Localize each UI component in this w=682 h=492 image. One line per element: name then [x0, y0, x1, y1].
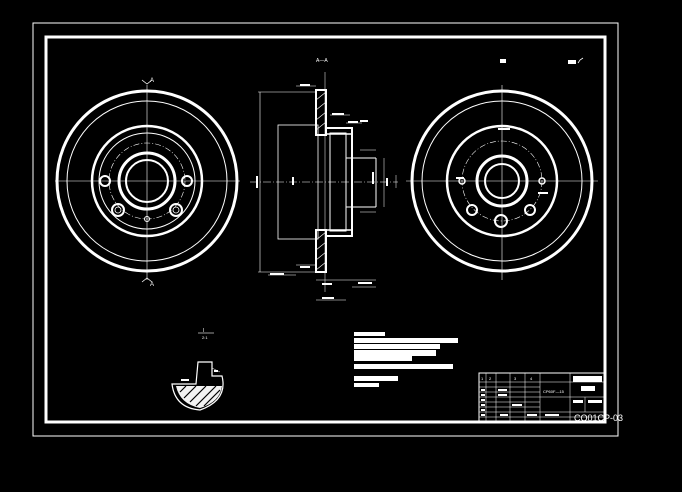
- right-bolt-hole-2: [538, 177, 546, 185]
- rotor-envelope: [277, 124, 319, 240]
- dim-text-6: [372, 172, 374, 184]
- title-row-num-1: 1: [481, 376, 484, 381]
- part-code: CP60F—15: [543, 389, 565, 394]
- right-front-view: [406, 85, 598, 280]
- title-name-block-2: [581, 386, 595, 391]
- note-line-6: [354, 364, 453, 369]
- right-bolt-hole-3: [466, 204, 478, 216]
- right-disc-inner-rim: [421, 100, 583, 262]
- left-center-bore: [125, 159, 169, 203]
- corner-code: CQ01CP-03: [574, 413, 623, 423]
- title-name-block-4: [588, 400, 602, 403]
- left-center-bore-outer: [117, 151, 177, 211]
- section-label: A—A: [316, 58, 328, 64]
- right-dim-text-2: [456, 177, 464, 179]
- left-bolt-hole-4: [169, 203, 183, 217]
- roughness-mark: [568, 60, 576, 64]
- right-center-bore-outer: [475, 154, 529, 208]
- dim-text-8: [300, 266, 310, 268]
- top-right-mark: [500, 59, 506, 63]
- outer-sheet-frame: [32, 22, 619, 437]
- left-view-label-top: A: [150, 78, 154, 84]
- dim-text-12: [386, 178, 388, 186]
- note-line-2: [354, 338, 458, 343]
- right-dim-text-1: [498, 128, 510, 130]
- left-hub-outer: [90, 124, 204, 238]
- title-row-num-2: 2: [489, 376, 492, 381]
- right-bolt-hole-5: [494, 214, 508, 228]
- dim-text-11: [358, 282, 372, 284]
- right-center-bore: [484, 163, 520, 199]
- title-name-block-1: [573, 376, 602, 382]
- dim-text-9: [322, 283, 332, 285]
- dim-text-3: [348, 121, 358, 123]
- title-block-frame: [478, 372, 606, 423]
- right-bolt-hole-4: [524, 204, 536, 216]
- center-section-view: A—A: [250, 58, 398, 301]
- right-dim-text-3: [538, 192, 548, 194]
- detail-view: I 2:1: [171, 328, 224, 411]
- disc-plate-upper: [315, 89, 327, 136]
- right-bolt-circle: [461, 140, 543, 222]
- dim-text-5: [292, 177, 294, 185]
- detail-dim-2: [214, 370, 218, 372]
- note-line-1: [354, 332, 385, 336]
- left-bolt-hole-4-inner: [172, 206, 180, 214]
- hub-wall-upper: [325, 127, 353, 135]
- note-line-5: [354, 356, 412, 361]
- hub-hat-inner: [329, 132, 347, 232]
- detail-leader: [211, 367, 221, 373]
- left-disc-inner-rim: [66, 100, 228, 262]
- note-line-8: [354, 383, 379, 387]
- inner-drawing-frame: [44, 35, 607, 424]
- right-disc-outer: [410, 89, 594, 273]
- note-line-3: [354, 344, 440, 349]
- left-small-hole: [144, 216, 150, 222]
- dim-text-2: [332, 113, 344, 115]
- left-bolt-hole-3-inner: [114, 206, 122, 214]
- left-section-arrow-bottom: [141, 277, 153, 283]
- plate-hatching: [315, 91, 327, 271]
- detail-label: I: [203, 328, 204, 334]
- title-row-num-3: 3: [514, 376, 517, 381]
- note-line-4: [354, 350, 436, 356]
- right-hub-outer: [445, 124, 559, 238]
- left-front-view: A A: [55, 78, 240, 288]
- left-section-arrow-top: [141, 79, 153, 85]
- hub-wall-lower: [325, 229, 353, 237]
- detail-scale: 2:1: [202, 335, 208, 340]
- note-line-7: [354, 376, 398, 381]
- left-bolt-hole-3: [111, 203, 125, 217]
- dimension-lines: [258, 85, 397, 301]
- left-bolt-circle: [108, 142, 186, 220]
- detail-hatching: [179, 385, 221, 407]
- disc-plate-lower: [315, 229, 327, 273]
- left-disc-outer: [55, 89, 239, 273]
- title-small-cells: [481, 389, 559, 416]
- dim-text-4: [256, 176, 258, 188]
- dim-text-7: [270, 273, 284, 275]
- technical-notes: [354, 332, 458, 387]
- title-name-block-3: [573, 400, 583, 403]
- dim-text-13: [360, 120, 368, 122]
- detail-dim-1: [181, 379, 189, 381]
- detail-profile: [171, 361, 224, 411]
- title-block: 1 2 3 4 CP60F—15: [478, 372, 606, 423]
- left-bolt-hole-2: [181, 175, 193, 187]
- left-bolt-hole-1: [99, 175, 111, 187]
- left-view-label-bottom: A: [150, 282, 154, 288]
- title-row-num-4: 4: [530, 376, 533, 381]
- roughness-symbol: [577, 57, 584, 64]
- dim-text-1: [300, 84, 310, 86]
- dim-text-10: [322, 297, 334, 299]
